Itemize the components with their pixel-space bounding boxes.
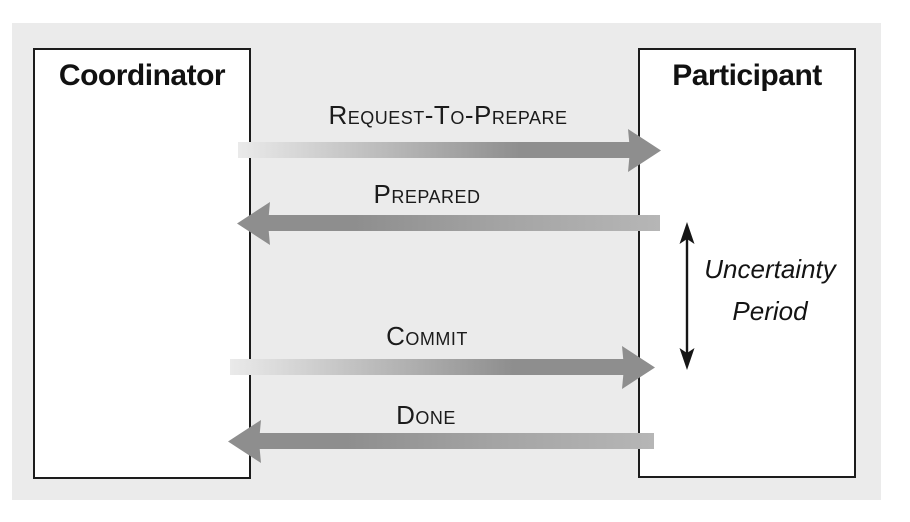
- coordinator-box: Coordinator: [33, 48, 251, 479]
- commit-label: Commit: [386, 321, 468, 351]
- coordinator-title: Coordinator: [58, 59, 226, 92]
- prepared-arrow-body: [268, 215, 660, 231]
- participant-box: Participant: [638, 48, 856, 478]
- request-to-prepare-label: Request-To-Prepare: [328, 100, 568, 130]
- uncertainty-period-line2: Period: [732, 296, 808, 326]
- participant-title: Participant: [672, 59, 822, 92]
- commit-arrow-body: [230, 359, 624, 375]
- done-arrow-body: [259, 433, 654, 449]
- request-to-prepare-arrow-body: [238, 142, 630, 158]
- prepared-label: Prepared: [373, 179, 481, 209]
- uncertainty-period-line1: Uncertainty: [704, 254, 836, 284]
- uncertainty-period-label: Uncertainty Period: [690, 248, 850, 332]
- done-label: Done: [396, 400, 456, 430]
- uncertainty-period-double-arrow-icon: [679, 222, 695, 370]
